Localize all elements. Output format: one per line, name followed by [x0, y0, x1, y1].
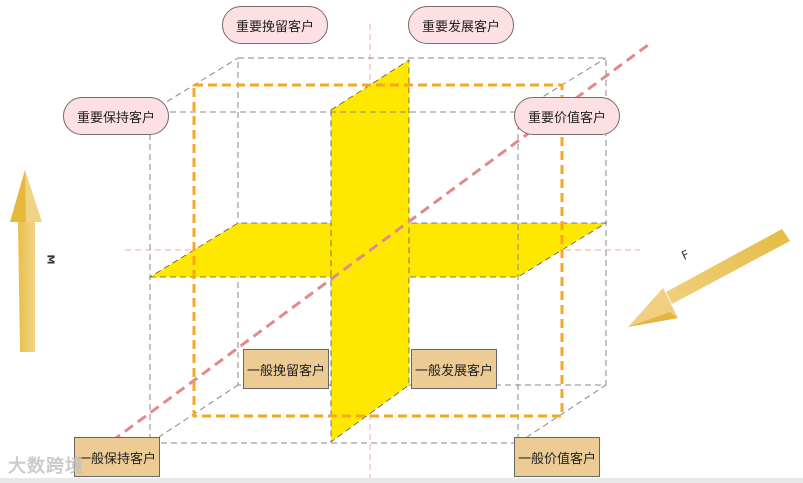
segment-general-develop: 一般发展客户	[411, 349, 497, 389]
segment-general-keep: 一般保持客户	[74, 437, 160, 477]
orange-frame	[192, 83, 564, 418]
segment-general-retain: 一般挽留客户	[243, 349, 329, 389]
cube-front-face	[149, 111, 519, 444]
m-axis-label: M	[44, 254, 56, 265]
f-axis-arrow-icon	[628, 229, 790, 327]
segment-important-develop: 重要发展客户	[408, 6, 514, 44]
segment-important-retain: 重要挽留客户	[222, 6, 328, 44]
segment-important-value: 重要价值客户	[514, 97, 620, 135]
bottom-bar	[0, 478, 803, 483]
m-axis-arrow-icon	[10, 170, 42, 352]
segment-general-value: 一般价值客户	[514, 437, 600, 477]
cube-back-face	[237, 57, 607, 386]
segment-important-keep: 重要保持客户	[63, 97, 169, 135]
watermark: 大数跨境	[8, 456, 84, 477]
